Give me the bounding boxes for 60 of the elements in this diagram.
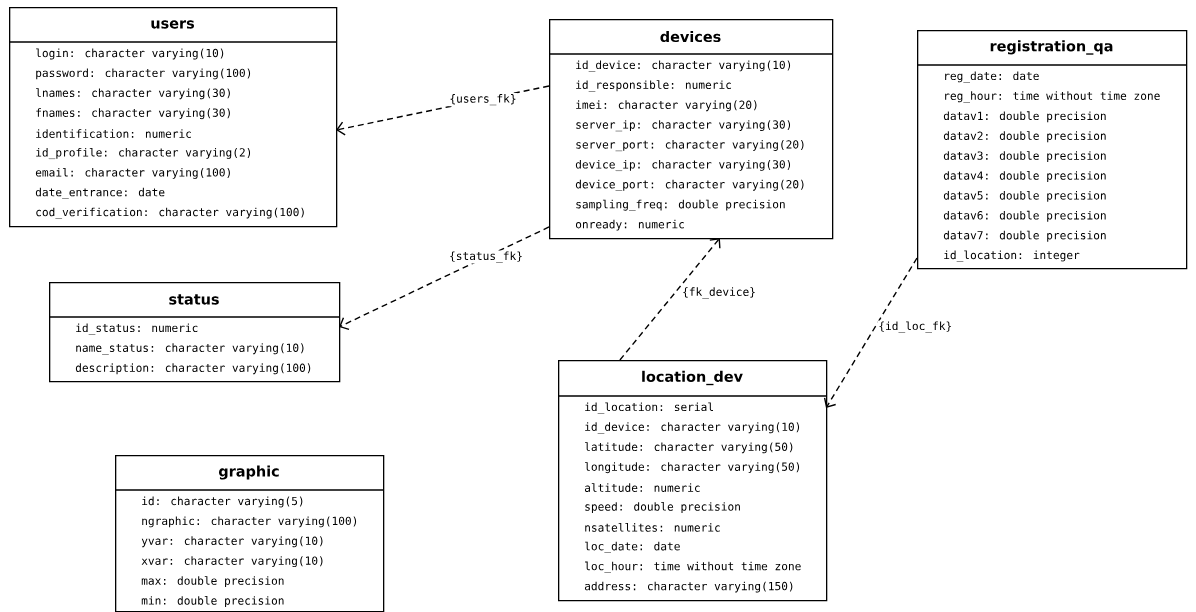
attribute-text: latitude: character varying(50) bbox=[585, 442, 793, 454]
attribute-text: id_device: character varying(10) bbox=[576, 60, 791, 72]
attribute-text: login: character varying(10) bbox=[36, 48, 224, 60]
attribute-text: id_responsible: numeric bbox=[576, 80, 731, 92]
attribute-text: cod_verification: character varying(100) bbox=[36, 207, 304, 219]
attribute-text: max: double precision bbox=[141, 576, 284, 588]
attribute-text: min: double precision bbox=[141, 596, 284, 607]
edge-label: {status_fk} bbox=[448, 250, 524, 264]
edge-label: {fk_device} bbox=[681, 286, 757, 300]
table-title: graphic bbox=[219, 465, 279, 480]
attribute-text: datav2: double precision bbox=[943, 131, 1106, 143]
arrow bbox=[339, 226, 550, 331]
attribute-text: ngraphic: character varying(100) bbox=[142, 516, 357, 528]
attribute-text: loc_hour: time without time zone bbox=[585, 561, 801, 573]
attribute-text: datav7: double precision bbox=[943, 230, 1106, 242]
attribute-text: longitude: character varying(50) bbox=[585, 462, 800, 474]
attribute-text: datav1: double precision bbox=[943, 111, 1106, 123]
attribute-text: yvar: character varying(10) bbox=[141, 536, 323, 548]
attribute-text: datav6: double precision bbox=[943, 210, 1106, 222]
arrow bbox=[619, 238, 721, 361]
attribute-text: description: character varying(100) bbox=[75, 363, 311, 375]
attribute-text: reg_date: date bbox=[945, 71, 1039, 83]
attribute-text: name_status: character varying(10) bbox=[76, 343, 304, 355]
attribute-text: lnames: character varying(30) bbox=[36, 88, 230, 100]
edge-label: {id_loc_fk} bbox=[877, 320, 954, 334]
attribute-text: datav5: double precision bbox=[943, 190, 1106, 202]
arrow bbox=[823, 257, 918, 408]
attribute-text: address: character varying(150) bbox=[584, 581, 793, 593]
attribute-text: nsatellites: numeric bbox=[585, 523, 720, 532]
attribute-text: reg_hour: time without time zone bbox=[945, 91, 1160, 103]
attribute-text: altitude: numeric bbox=[584, 483, 700, 492]
attribute-text: id_location: serial bbox=[585, 402, 713, 414]
attribute-text: fnames: character varying(30) bbox=[36, 108, 230, 120]
attribute-text: imei: character varying(20) bbox=[576, 100, 757, 112]
attribute-text: datav4: double precision bbox=[943, 171, 1106, 182]
attribute-text: datav3: double precision bbox=[943, 151, 1106, 163]
attribute-text: id_location: integer bbox=[944, 250, 1080, 262]
attribute-text: onready: numeric bbox=[575, 219, 684, 231]
table-title: registration_qa bbox=[990, 40, 1113, 55]
attribute-text: identification: numeric bbox=[36, 129, 191, 138]
attribute-text: id_status: numeric bbox=[76, 323, 198, 335]
attribute-text: server_ip: character varying(30) bbox=[576, 120, 791, 132]
attribute-text: id_profile: character varying(2) bbox=[36, 147, 251, 160]
attribute-text: sampling_freq: double precision bbox=[576, 199, 785, 211]
attribute-text: email: character varying(100) bbox=[35, 167, 230, 179]
attribute-text: loc_date: date bbox=[585, 541, 680, 553]
attribute-text: device_ip: character varying(30) bbox=[575, 159, 791, 172]
table-title: location_dev bbox=[642, 370, 743, 386]
table-title: devices bbox=[660, 30, 721, 43]
table-title: status bbox=[169, 294, 219, 305]
attribute-text: speed: double precision bbox=[585, 502, 740, 513]
attribute-text: xvar: character varying(10) bbox=[141, 556, 323, 568]
attribute-text: device_port: character varying(20) bbox=[575, 179, 804, 191]
table-title: users bbox=[151, 20, 195, 29]
attribute-text: server_port: character varying(20) bbox=[576, 140, 804, 152]
attribute-text: date_entrance: date bbox=[35, 187, 165, 199]
attribute-text: id_device: character varying(10) bbox=[585, 422, 800, 434]
attribute-text: id: character varying(5) bbox=[142, 496, 303, 508]
edge-label: {users_fk} bbox=[448, 93, 518, 107]
attribute-text: password: character varying(100) bbox=[36, 68, 251, 80]
